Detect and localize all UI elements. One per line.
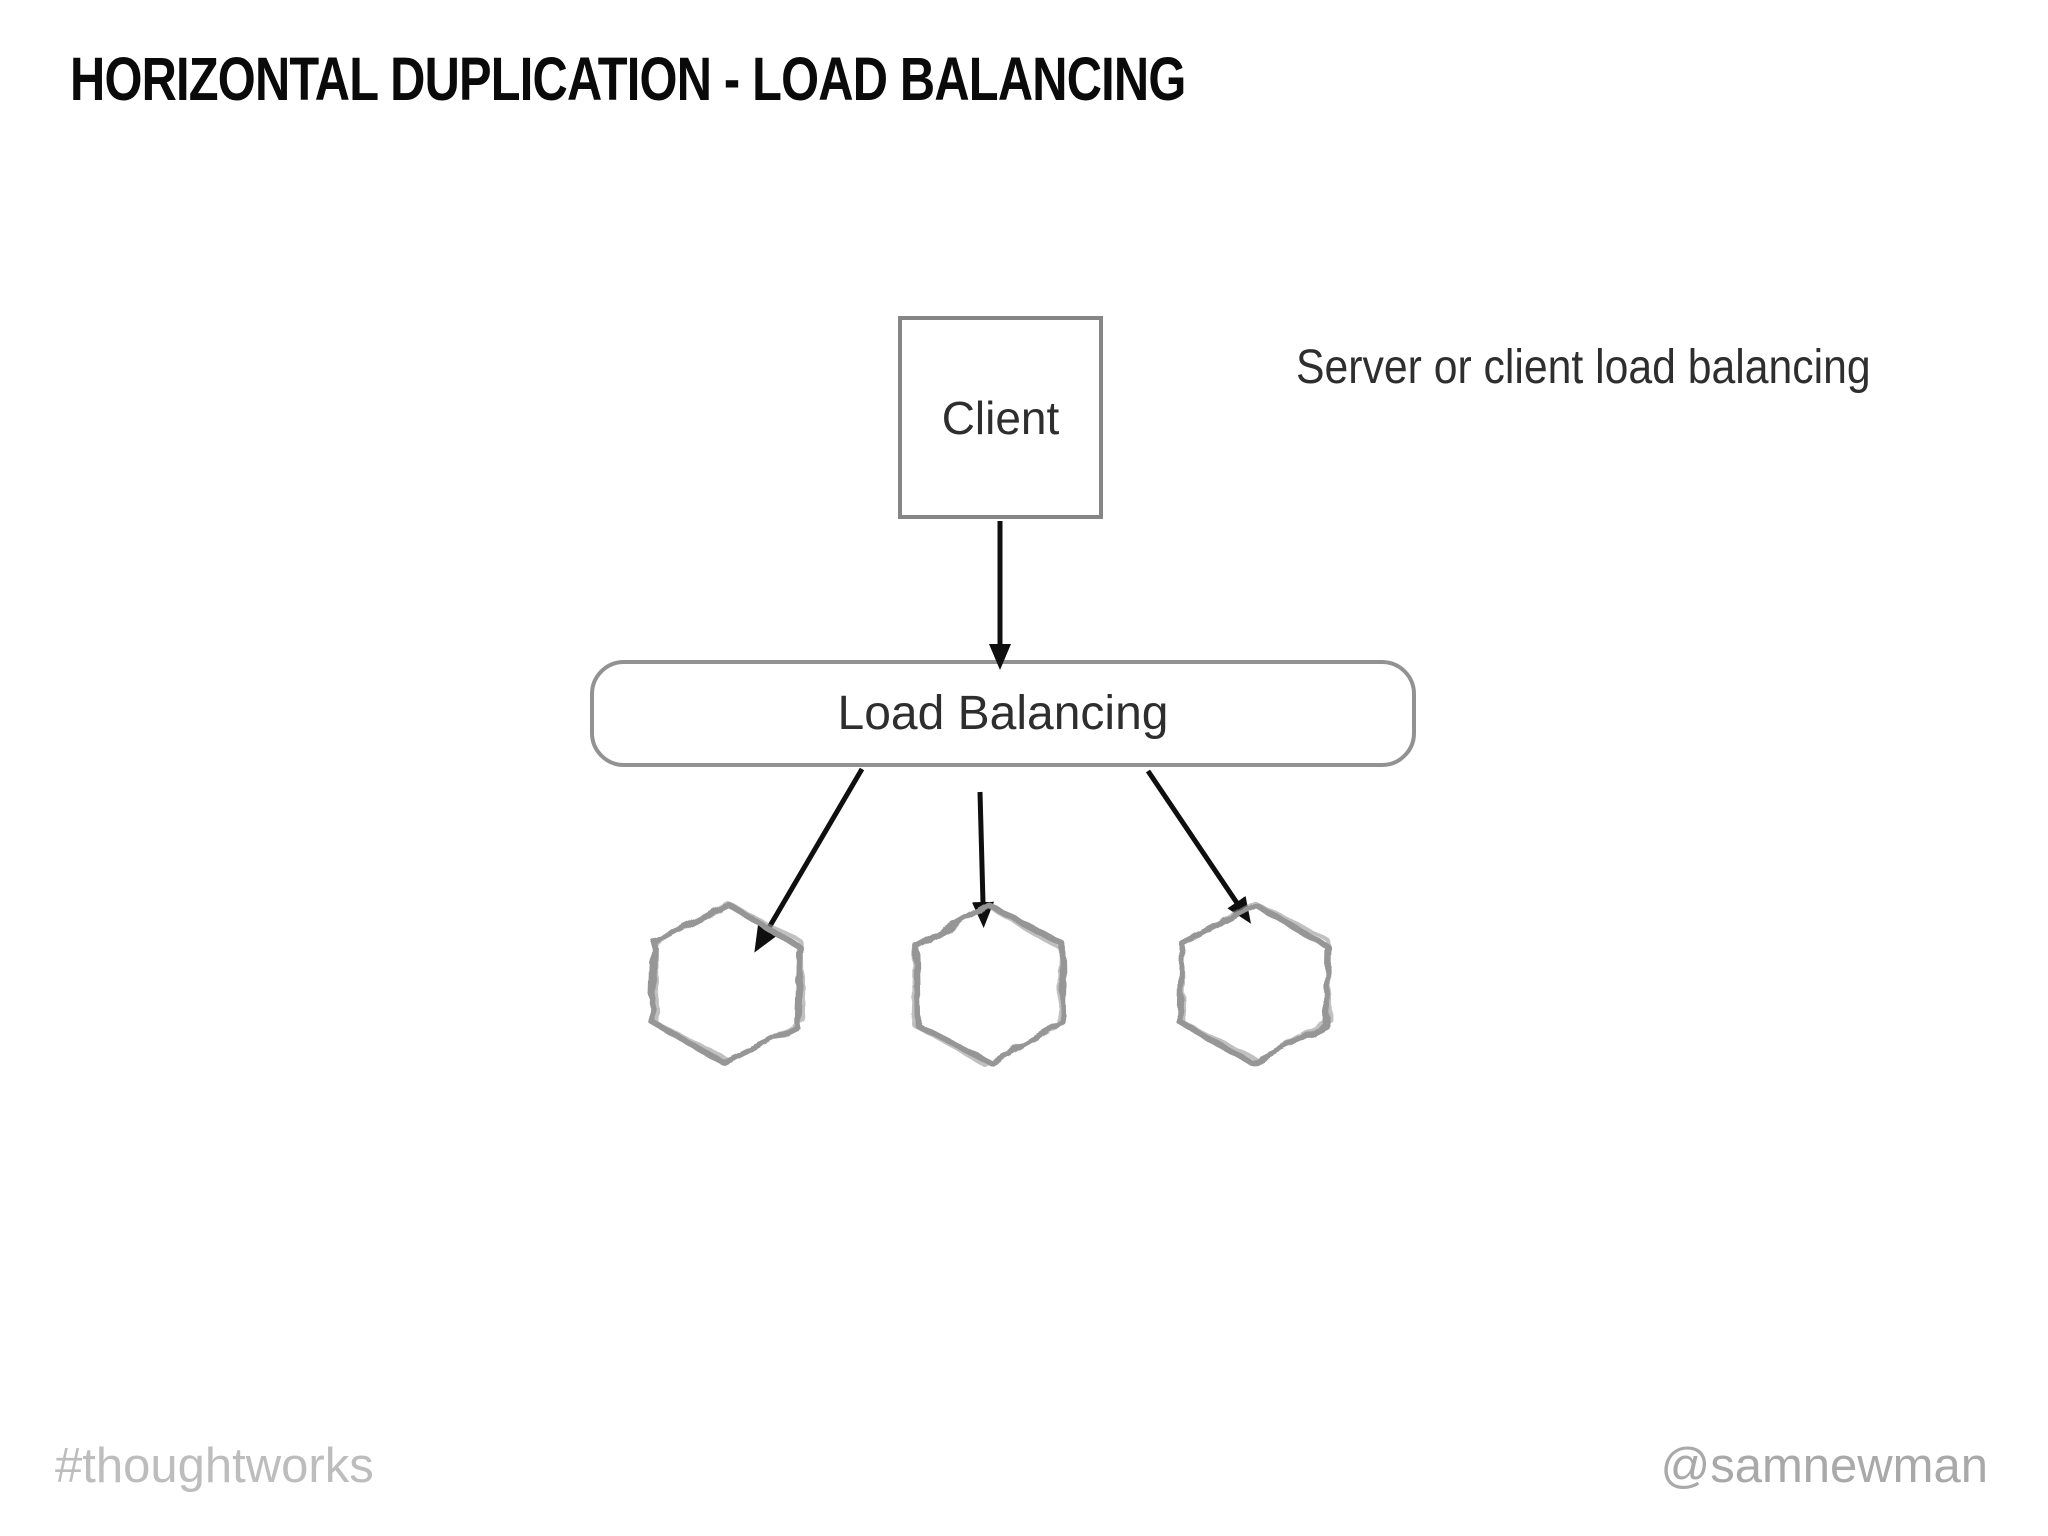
arrow-load-balancer-to-instance-3 xyxy=(1145,769,1251,924)
client-node: Client xyxy=(898,316,1103,519)
load-balancer-node: Load Balancing xyxy=(590,660,1416,767)
footer-hashtag: #thoughtworks xyxy=(55,1439,374,1493)
hexagon-instance-2 xyxy=(911,902,1067,1067)
client-node-label: Client xyxy=(941,391,1060,444)
arrow-load-balancer-to-instance-2 xyxy=(971,791,994,928)
load-balancer-label: Load Balancing xyxy=(837,687,1169,740)
footer-handle: @samnewman xyxy=(1660,1439,1988,1493)
arrow-load-balancer-to-instance-1 xyxy=(754,767,865,953)
annotation-text: Server or client load balancing xyxy=(1296,341,1871,394)
hexagon-instance-3 xyxy=(1176,900,1333,1066)
hexagon-instance-1 xyxy=(648,901,805,1066)
slide-title: HORIZONTAL DUPLICATION - LOAD BALANCING xyxy=(70,45,1186,113)
